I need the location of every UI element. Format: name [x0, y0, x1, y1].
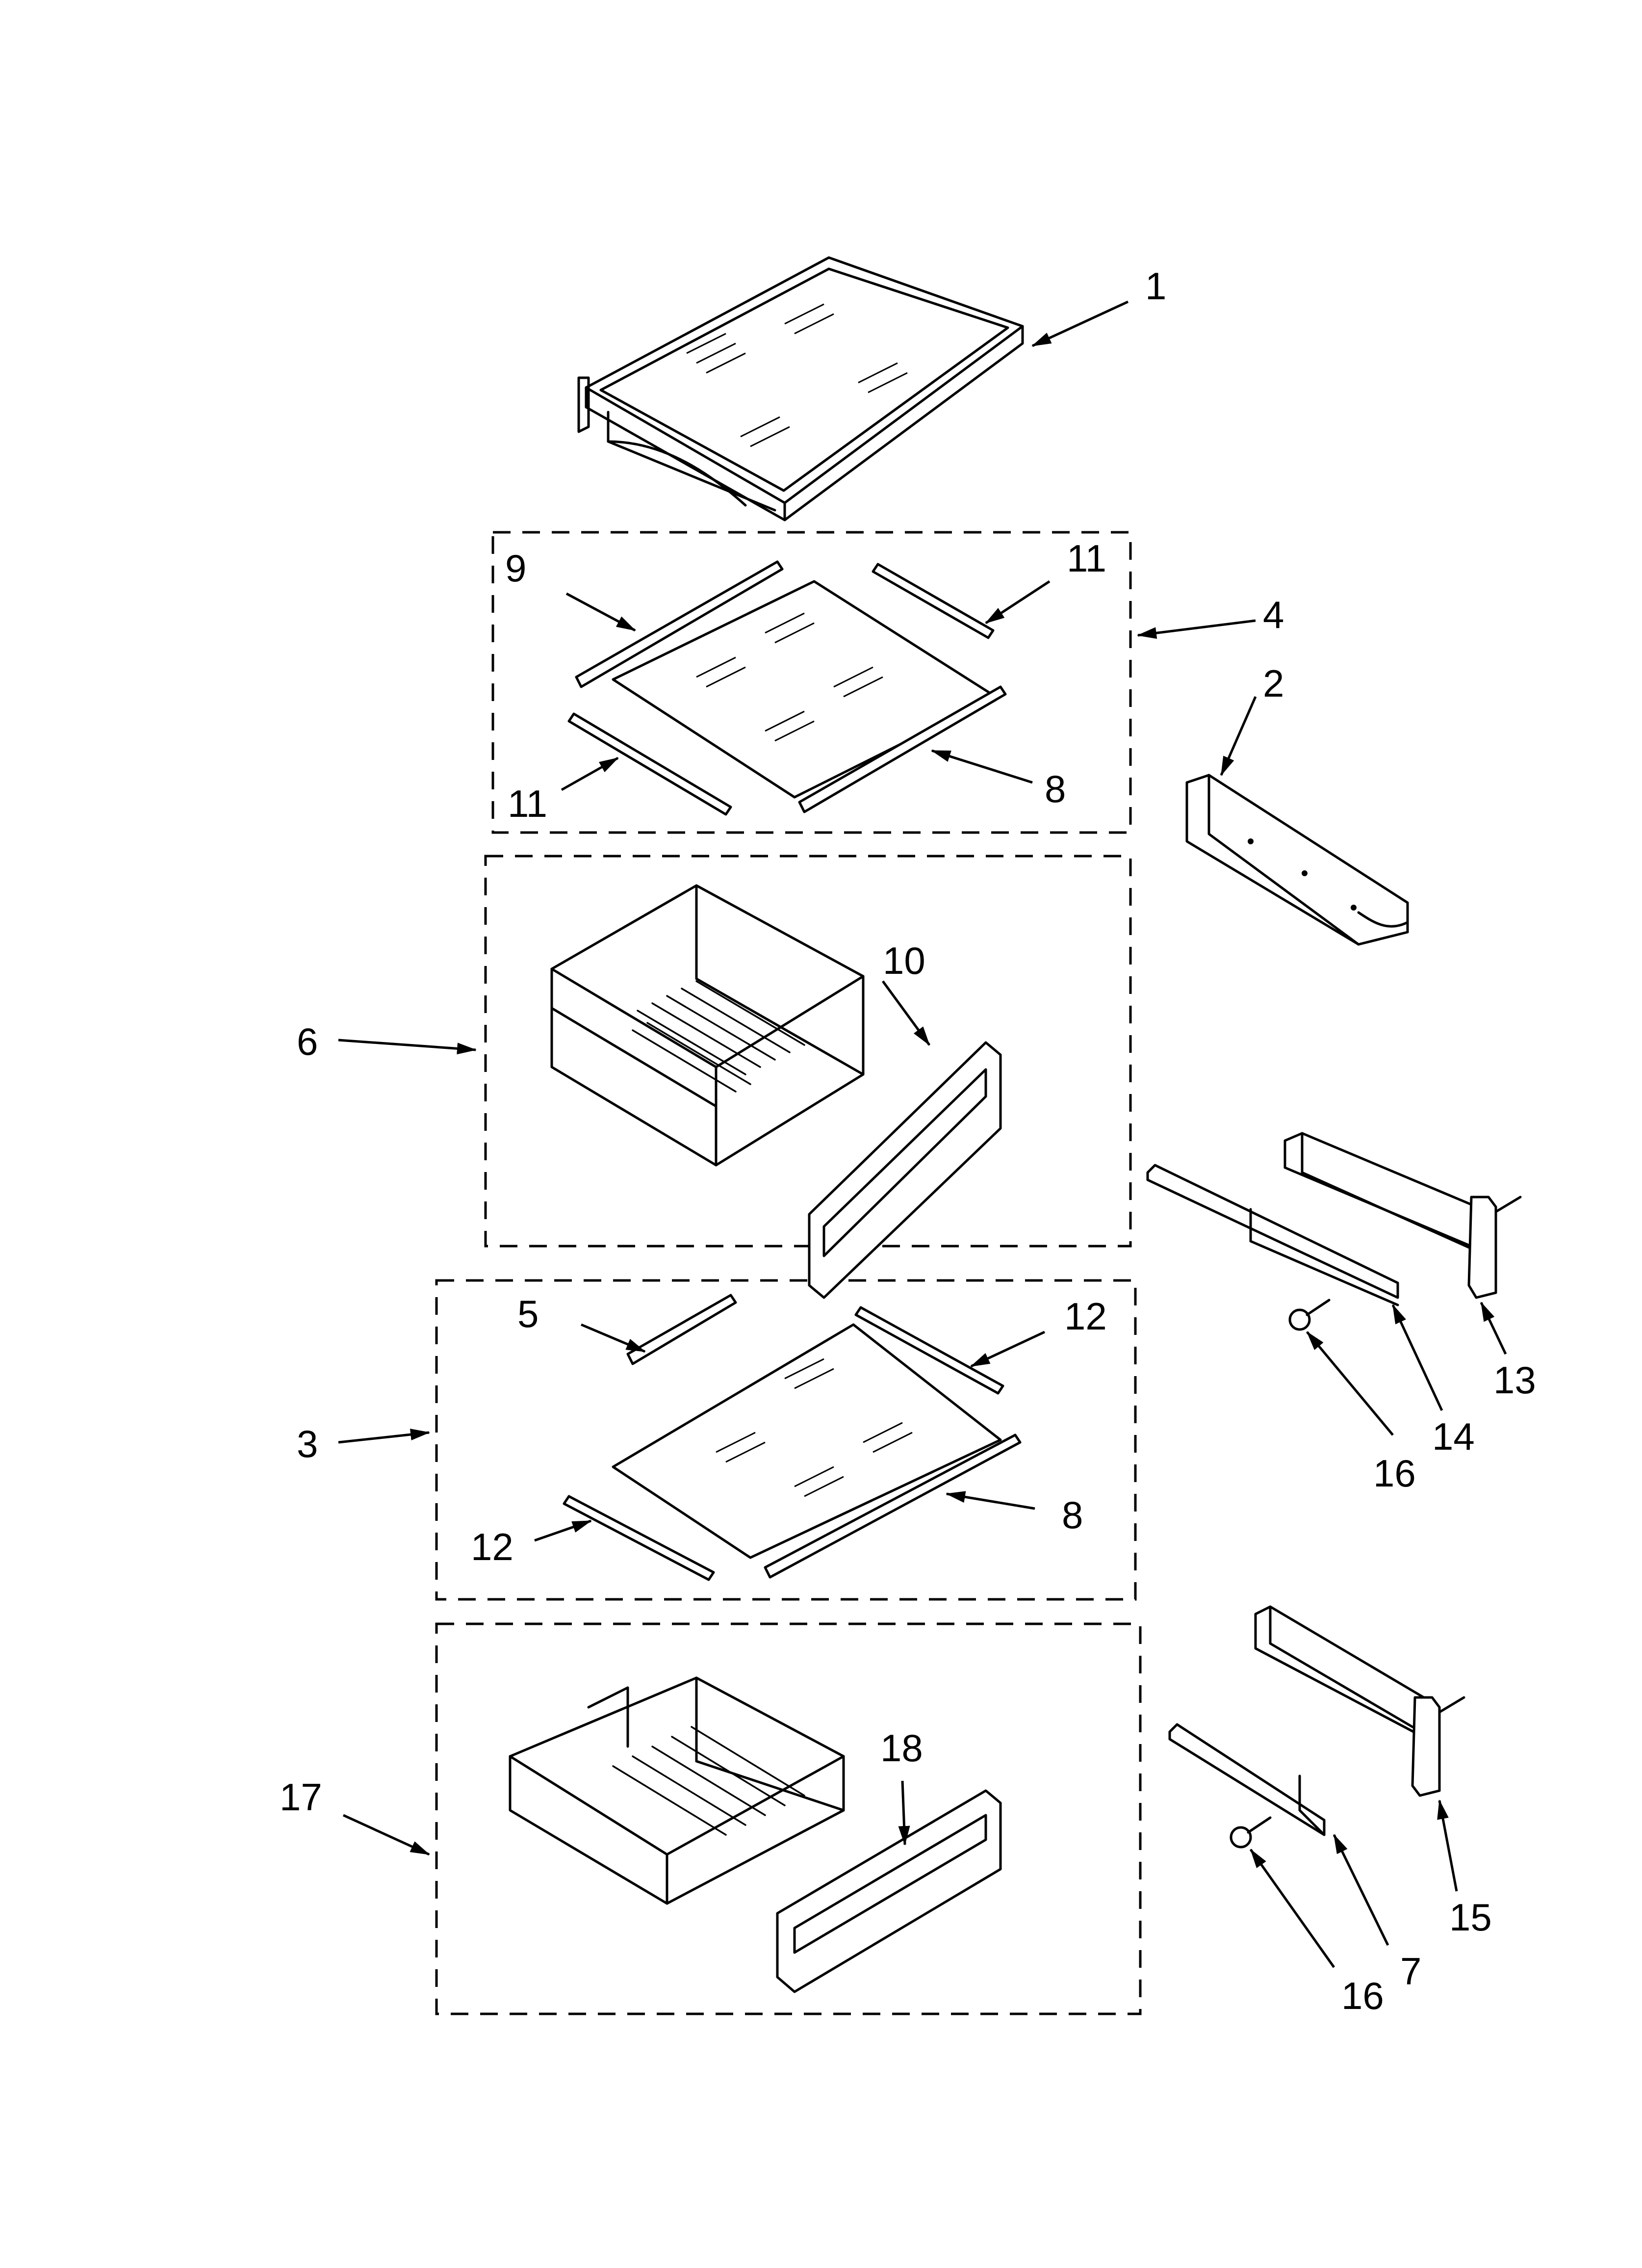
lower-slide-assembly-part-15: [1254, 1605, 1465, 1797]
trim-part-5: [626, 1294, 737, 1365]
callout-4: 4: [1263, 593, 1284, 636]
shelf-assembly-part: [577, 256, 1024, 521]
callout-11-top: 11: [1067, 537, 1106, 580]
callout-labels: 1 9 11 4 2 11 8 10 6 5 12 3 8 12 13 14 1…: [280, 264, 1536, 2017]
callout-3: 3: [297, 1422, 318, 1465]
upper-screw-part-16: [1288, 1299, 1331, 1331]
side-trim-part-11-left: [567, 712, 732, 816]
callout-6: 6: [297, 1020, 318, 1063]
upper-pan-cover-part-10: [808, 1041, 1002, 1299]
group-box-upper-pan: [484, 855, 1132, 1248]
rear-trim-part-9: [575, 560, 784, 688]
upper-glass-shelf: [612, 580, 997, 799]
callout-5: 5: [517, 1292, 539, 1335]
callout-13: 13: [1493, 1358, 1536, 1402]
callout-8-bottom: 8: [1062, 1493, 1083, 1537]
lower-glass-shelf: [612, 1323, 1002, 1559]
leader-lines: [338, 300, 1507, 1968]
upper-slide-assembly-part-13: [1283, 1132, 1522, 1299]
callout-8-top: 8: [1045, 767, 1066, 810]
side-trim-part-12-left: [563, 1495, 715, 1581]
callout-1: 1: [1145, 264, 1166, 308]
group-box-lower-pan: [435, 1622, 1142, 2015]
lower-pan-cover-part-18: [776, 1789, 1002, 1993]
lower-crisper-pan: [509, 1676, 845, 1905]
callout-15: 15: [1449, 1896, 1492, 1939]
callout-10: 10: [883, 939, 925, 982]
side-trim-part-12-right: [854, 1306, 1004, 1395]
callout-18: 18: [880, 1726, 923, 1770]
side-trim-part-11-right: [872, 563, 995, 639]
callout-11-bottom: 11: [508, 782, 547, 825]
lower-slide-rail-part-7: [1168, 1723, 1326, 1836]
upper-slide-rail-part-14: [1146, 1164, 1399, 1306]
shelf-support-part: [1185, 774, 1409, 946]
front-trim-part-8: [798, 685, 1007, 813]
callout-9: 9: [505, 547, 526, 590]
callout-12-top: 12: [1064, 1295, 1107, 1338]
callout-2: 2: [1263, 662, 1284, 705]
callout-17: 17: [280, 1775, 322, 1819]
callout-14: 14: [1432, 1415, 1475, 1458]
front-trim-part-8-lower: [764, 1434, 1022, 1579]
group-box-lower-shelf: [435, 1279, 1137, 1601]
callout-16-bottom: 16: [1341, 1974, 1384, 2017]
callout-16-top: 16: [1373, 1452, 1416, 1495]
callout-7: 7: [1400, 1950, 1421, 1993]
lower-screw-part-16: [1230, 1816, 1272, 1849]
callout-12-bottom: 12: [471, 1525, 513, 1568]
upper-crisper-pan: [550, 884, 865, 1167]
